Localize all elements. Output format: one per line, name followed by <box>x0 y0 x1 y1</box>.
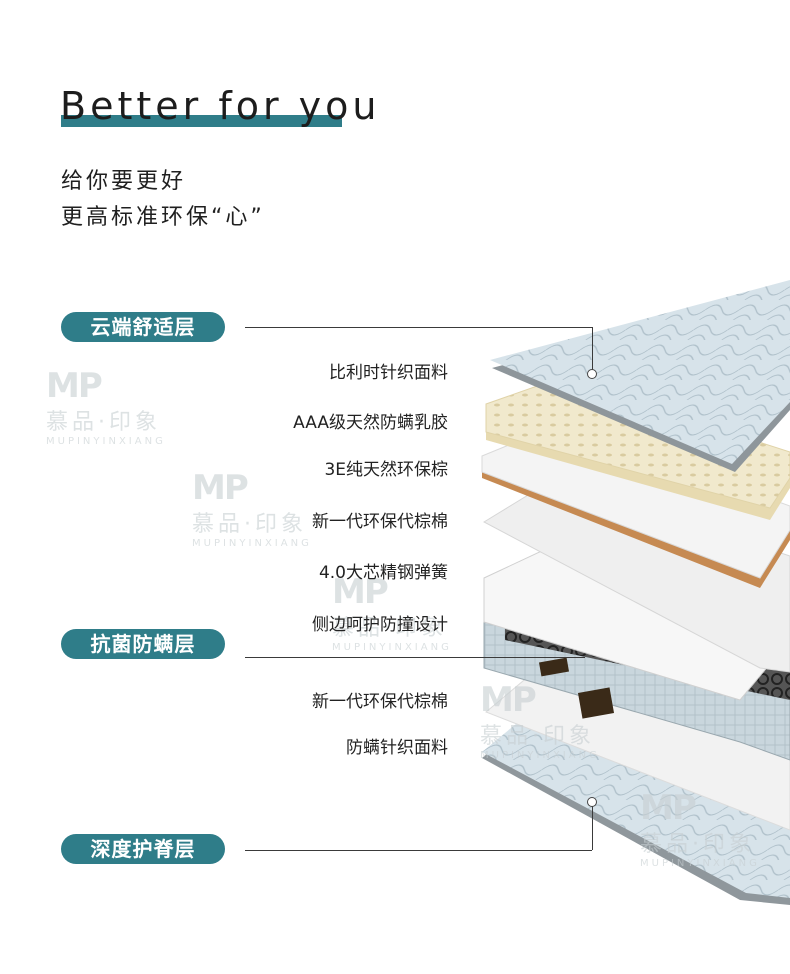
brand-name: 慕品·印象 <box>46 410 161 435</box>
feature-item: 防螨针织面料 <box>346 738 448 758</box>
brand-watermark: MP 慕品·印象 MUPINYINXIANG <box>640 788 760 869</box>
layer-label-spine-support: 深度护脊层 <box>61 834 225 864</box>
coir-layer <box>481 423 790 588</box>
brand-watermark: MP 慕品·印象 MUPINYINXIANG <box>332 572 452 653</box>
title-underline-bar <box>61 115 342 127</box>
leader-line-1-horizontal <box>245 327 592 328</box>
leader-line-3-vertical <box>592 803 593 850</box>
leader-dot-1 <box>587 369 597 379</box>
brand-watermark: MP 慕品·印象 MUPINYINXIANG <box>480 680 600 761</box>
leader-dot-3 <box>587 797 597 807</box>
subtitle-line-2: 更高标准环保“心” <box>61 205 265 230</box>
brand-pinyin: MUPINYINXIANG <box>480 750 600 761</box>
brand-watermark: MP 慕品·印象 MUPINYINXIANG <box>192 468 312 549</box>
feature-item: AAA级天然防螨乳胶 <box>293 413 448 433</box>
brand-pinyin: MUPINYINXIANG <box>332 642 452 653</box>
feature-item: 侧边呵护防撞设计 <box>312 615 448 635</box>
brand-name: 慕品·印象 <box>480 724 595 749</box>
brand-watermark: MP 慕品·印象 MUPINYINXIANG <box>46 366 166 447</box>
feature-item: 比利时针织面料 <box>329 363 448 383</box>
brand-logo: MP <box>192 468 249 508</box>
page-title: Better for you <box>60 84 381 128</box>
felt-sheet-layer <box>482 477 790 673</box>
leader-line-3-horizontal <box>245 850 592 851</box>
brand-name: 慕品·印象 <box>640 832 755 857</box>
feature-item: 新一代环保代棕棉 <box>312 512 448 532</box>
leader-line-2-horizontal <box>245 657 585 658</box>
brand-pinyin: MUPINYINXIANG <box>192 538 312 549</box>
brand-pinyin: MUPINYINXIANG <box>640 858 760 869</box>
feature-item: 新一代环保代棕棉 <box>312 692 448 712</box>
leader-line-1-vertical <box>592 327 593 373</box>
brand-name: 慕品·印象 <box>192 512 307 537</box>
brand-name: 慕品·印象 <box>332 616 447 641</box>
layer-label-cloud-comfort: 云端舒适层 <box>61 312 225 342</box>
brand-logo: MP <box>332 572 389 612</box>
brand-logo: MP <box>480 680 537 720</box>
feature-item: 4.0大芯精钢弹簧 <box>318 563 448 583</box>
latex-layer <box>485 377 790 520</box>
subtitle-line-1: 给你要更好 <box>61 169 187 194</box>
layer-label-antibacterial: 抗菌防螨层 <box>61 629 225 659</box>
feature-item: 3E纯天然环保棕 <box>324 460 448 480</box>
brand-logo: MP <box>640 788 697 828</box>
brand-logo: MP <box>46 366 103 406</box>
top-knit-fabric-layer <box>490 280 790 472</box>
brand-pinyin: MUPINYINXIANG <box>46 436 166 447</box>
